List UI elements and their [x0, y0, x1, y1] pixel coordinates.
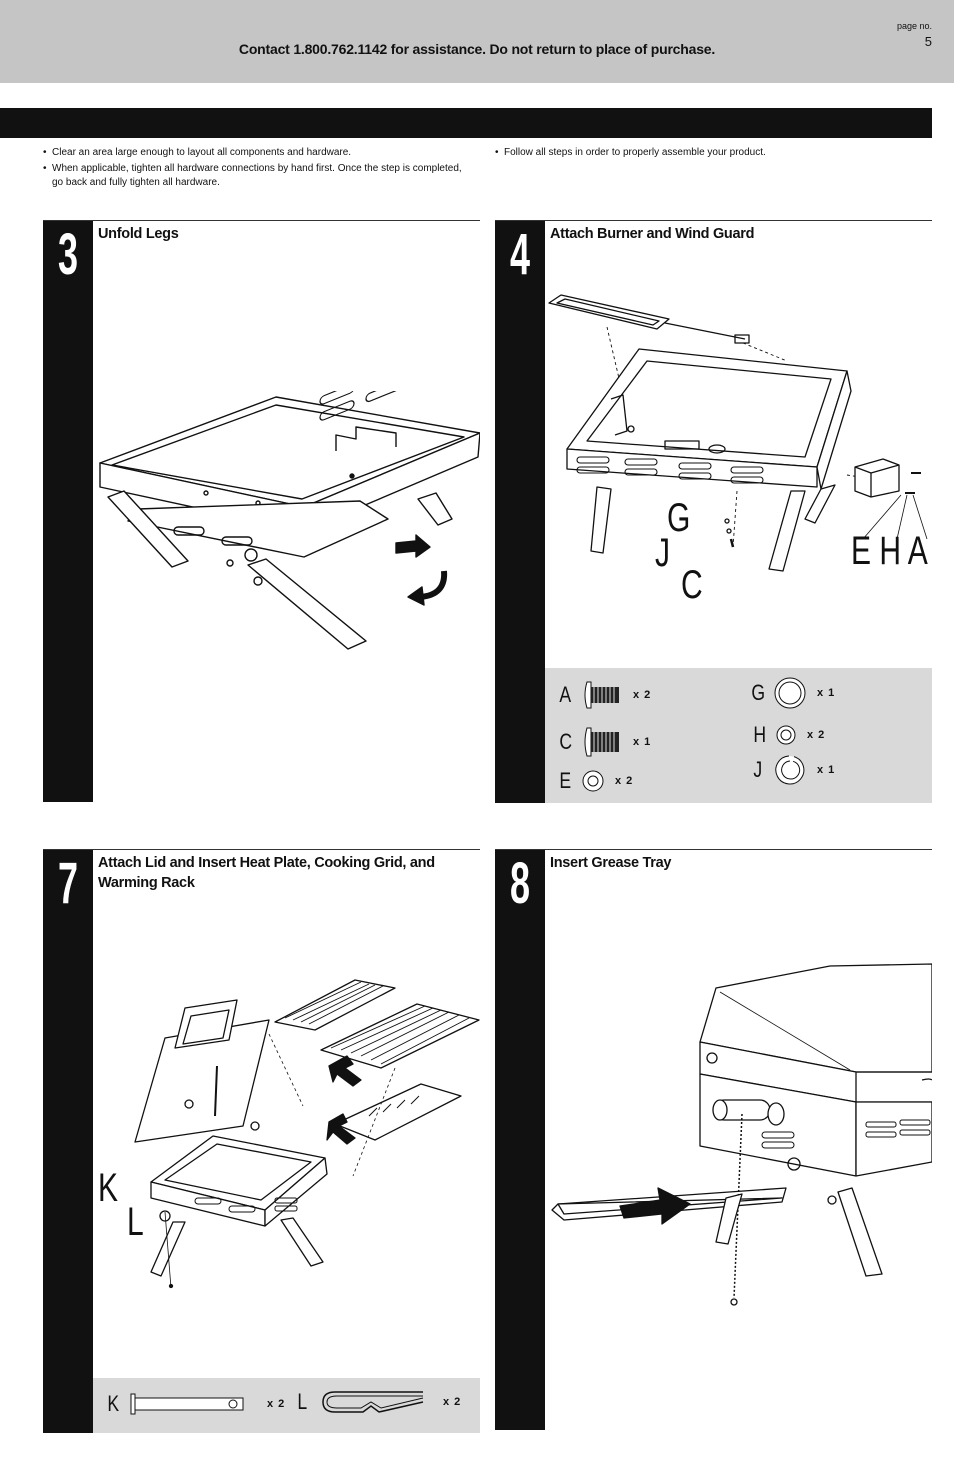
step-number: 4 — [495, 221, 545, 803]
grease-tray-illustration — [551, 963, 932, 1306]
step-number: 8 — [495, 850, 545, 1430]
step-title: Unfold Legs — [98, 226, 179, 242]
lock-washer-icon — [775, 755, 805, 785]
hardware-item-k: K x 2 — [107, 1391, 286, 1416]
step-number: 3 — [43, 221, 93, 802]
step-number: 7 — [43, 850, 93, 1433]
callout-c: C — [681, 563, 703, 607]
hardware-item-j: J x 1 — [751, 754, 835, 786]
callout-j: J — [655, 531, 670, 575]
callout-l: L — [127, 1200, 144, 1244]
hardware-item-c: C x 1 — [557, 726, 651, 758]
step-8-panel: 8 Insert Grease Tray — [495, 849, 932, 1430]
callout-eha: E H A — [851, 529, 928, 573]
callout-g: G — [667, 496, 691, 540]
callout-k: K — [98, 1166, 119, 1210]
note-item: •Clear an area large enough to layout al… — [43, 147, 352, 158]
bolt-icon — [584, 681, 619, 709]
step-title: Insert Grease Tray — [550, 855, 672, 871]
page-number-label: page no. — [896, 21, 932, 31]
pin-icon — [130, 1393, 244, 1415]
unfold-legs-illustration — [99, 391, 480, 650]
bolt-icon — [584, 727, 619, 757]
hardware-item-a: A x 2 — [557, 680, 651, 710]
hardware-box: A x 2 C x 1 E x 2 — [545, 668, 932, 803]
hardware-item-e: E x 2 — [559, 768, 634, 793]
washer-icon — [774, 677, 806, 709]
page-number: 5 — [924, 34, 932, 49]
washer-icon — [776, 725, 796, 745]
clip-icon — [322, 1391, 424, 1413]
notes-left: •Clear an area large enough to layout al… — [43, 146, 473, 192]
note-item: •When applicable, tighten all hardware c… — [43, 163, 462, 188]
washer-icon — [582, 770, 604, 792]
burner-wind-guard-illustration — [548, 294, 928, 572]
hardware-item-g: G x 1 — [749, 676, 835, 710]
hardware-item-h: H x 2 — [753, 722, 826, 747]
section-bar — [0, 108, 932, 138]
hardware-box: K x 2 L x 2 — [93, 1378, 480, 1433]
step-7-panel: 7 Attach Lid and Insert Heat Plate, Cook… — [43, 849, 480, 1433]
step-4-panel: 4 Attach Burner and Wind Guard — [495, 220, 932, 803]
hardware-item-l: L x 2 — [297, 1389, 462, 1414]
step-title: Attach Lid and Insert Heat Plate, Cookin… — [98, 855, 435, 891]
lid-grid-rack-illustration — [134, 979, 480, 1289]
step-title: Attach Burner and Wind Guard — [550, 226, 755, 242]
contact-line: Contact 1.800.762.1142 for assistance. D… — [238, 41, 716, 57]
page-header: Contact 1.800.762.1142 for assistance. D… — [0, 0, 954, 83]
notes-right: •Follow all steps in order to properly a… — [495, 146, 925, 162]
note-item: •Follow all steps in order to properly a… — [495, 147, 766, 158]
step-3-panel: 3 Unfold Legs — [43, 220, 480, 802]
